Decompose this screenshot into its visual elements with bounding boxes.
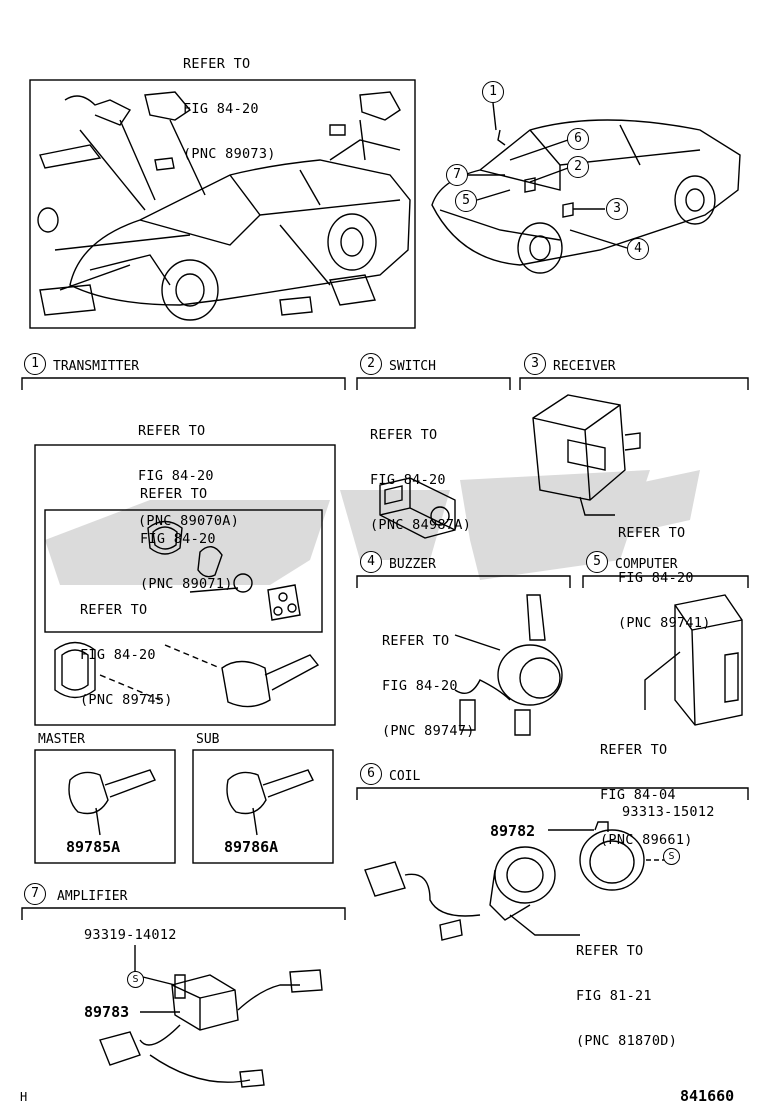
top-left-frame <box>29 79 416 329</box>
amplifier-drawing <box>99 945 323 1088</box>
top-refer-l2: FIG 84-20 <box>183 101 259 117</box>
transmitter-ref-b: REFER TO FIG 84-20 (PNC 89071) <box>140 457 233 607</box>
section-rules <box>21 377 749 920</box>
buzzer-ref: REFER TO FIG 84-20 (PNC 89747) <box>382 604 475 754</box>
section-2-num: 2 <box>360 353 382 375</box>
amp-part-89783: 89783 <box>84 1003 130 1021</box>
callout-7: 7 <box>446 164 468 186</box>
watermark <box>45 470 700 585</box>
section-6-num: 6 <box>360 763 382 785</box>
sub-key-box <box>192 749 334 864</box>
ref-line: REFER TO <box>80 602 148 618</box>
section-5-num: 5 <box>586 551 608 573</box>
section-1-num: 1 <box>24 353 46 375</box>
top-left-car <box>37 91 411 321</box>
callout-3: 3 <box>606 198 628 220</box>
ref-line: FIG 84-20 <box>382 678 458 694</box>
section-coil-label: COIL <box>389 769 421 784</box>
ref-line: REFER TO <box>618 525 686 541</box>
transmitter-ref-c: REFER TO FIG 84-20 (PNC 89745) <box>80 573 173 723</box>
section-7-num: 7 <box>24 883 46 905</box>
section-receiver-label: RECEIVER <box>553 359 616 374</box>
top-right-car <box>431 102 741 274</box>
transmitter-ref-a: REFER TO FIG 84-20 (PNC 89070A) <box>138 394 239 544</box>
ref-line: (PNC 89745) <box>80 692 173 708</box>
ref-line: (PNC 89070A) <box>138 513 240 529</box>
sub-label: SUB <box>196 732 220 747</box>
ref-line: (PNC 89071) <box>140 576 233 592</box>
ref-line: (PNC 89741) <box>618 615 711 631</box>
transmitter-parts <box>54 520 320 708</box>
section-buzzer-label: BUZZER <box>389 557 436 572</box>
ref-line: REFER TO <box>600 742 668 758</box>
ref-line: REFER TO <box>382 633 450 649</box>
master-part-number: 89785A <box>66 838 121 856</box>
switch-drawing <box>379 477 456 539</box>
ref-line: FIG 84-20 <box>618 570 694 586</box>
top-refer-l3: (PNC 89073) <box>183 146 276 162</box>
ref-line: FIG 84-20 <box>370 472 446 488</box>
section-transmitter-label: TRANSMITTER <box>53 359 140 374</box>
ref-line: FIG 81-21 <box>576 988 652 1004</box>
callout-1: 1 <box>482 81 504 103</box>
ref-line: REFER TO <box>140 486 208 502</box>
ref-line: (PNC 89661) <box>600 832 693 848</box>
ref-line: REFER TO <box>138 423 206 439</box>
transmitter-inner-box <box>44 509 323 633</box>
receiver-drawing <box>532 394 641 516</box>
coil-s-marker: S <box>663 848 680 865</box>
footer-figure-number: 841660 <box>680 1087 735 1105</box>
receiver-ref: REFER TO FIG 84-20 (PNC 89741) <box>618 496 711 646</box>
coil-part-89782: 89782 <box>490 822 536 840</box>
computer-ref: REFER TO FIG 84-04 (PNC 89661) <box>600 713 693 863</box>
callout-6: 6 <box>567 128 589 150</box>
section-computer-label: COMPUTER <box>615 557 678 572</box>
key-drawings <box>68 769 314 836</box>
ref-line: REFER TO <box>576 943 644 959</box>
ref-line: (PNC 81870D) <box>576 1033 678 1049</box>
top-refer-l1: REFER TO <box>183 56 251 72</box>
section-3-num: 3 <box>524 353 546 375</box>
callout-4: 4 <box>627 238 649 260</box>
ref-line: (PNC 89747) <box>382 723 475 739</box>
switch-ref: REFER TO FIG 84-20 (PNC 84987A) <box>370 398 471 548</box>
ref-line: FIG 84-04 <box>600 787 676 803</box>
amp-part-93319: 93319-14012 <box>84 927 177 943</box>
amp-s-marker: S <box>127 971 144 988</box>
master-label: MASTER <box>38 732 85 747</box>
ref-line: (PNC 84987A) <box>370 517 472 533</box>
section-amplifier-label: AMPLIFIER <box>57 889 128 904</box>
coil-ref: REFER TO FIG 81-21 (PNC 81870D) <box>576 914 677 1064</box>
transmitter-outer-box <box>34 444 336 726</box>
coil-part-93313: 93313-15012 <box>622 804 715 820</box>
computer-drawing <box>644 594 743 726</box>
ref-line: FIG 84-20 <box>80 647 156 663</box>
section-switch-label: SWITCH <box>389 359 436 374</box>
sub-part-number: 89786A <box>224 838 279 856</box>
ref-line: FIG 84-20 <box>140 531 216 547</box>
top-refer-text: REFER TO FIG 84-20 (PNC 89073) <box>183 27 276 177</box>
master-key-box <box>34 749 176 864</box>
callout-5: 5 <box>455 190 477 212</box>
ref-line: FIG 84-20 <box>138 468 214 484</box>
section-4-num: 4 <box>360 551 382 573</box>
callout-2: 2 <box>567 156 589 178</box>
footer-left: H <box>20 1090 28 1104</box>
buzzer-drawing <box>454 594 563 736</box>
ref-line: REFER TO <box>370 427 438 443</box>
